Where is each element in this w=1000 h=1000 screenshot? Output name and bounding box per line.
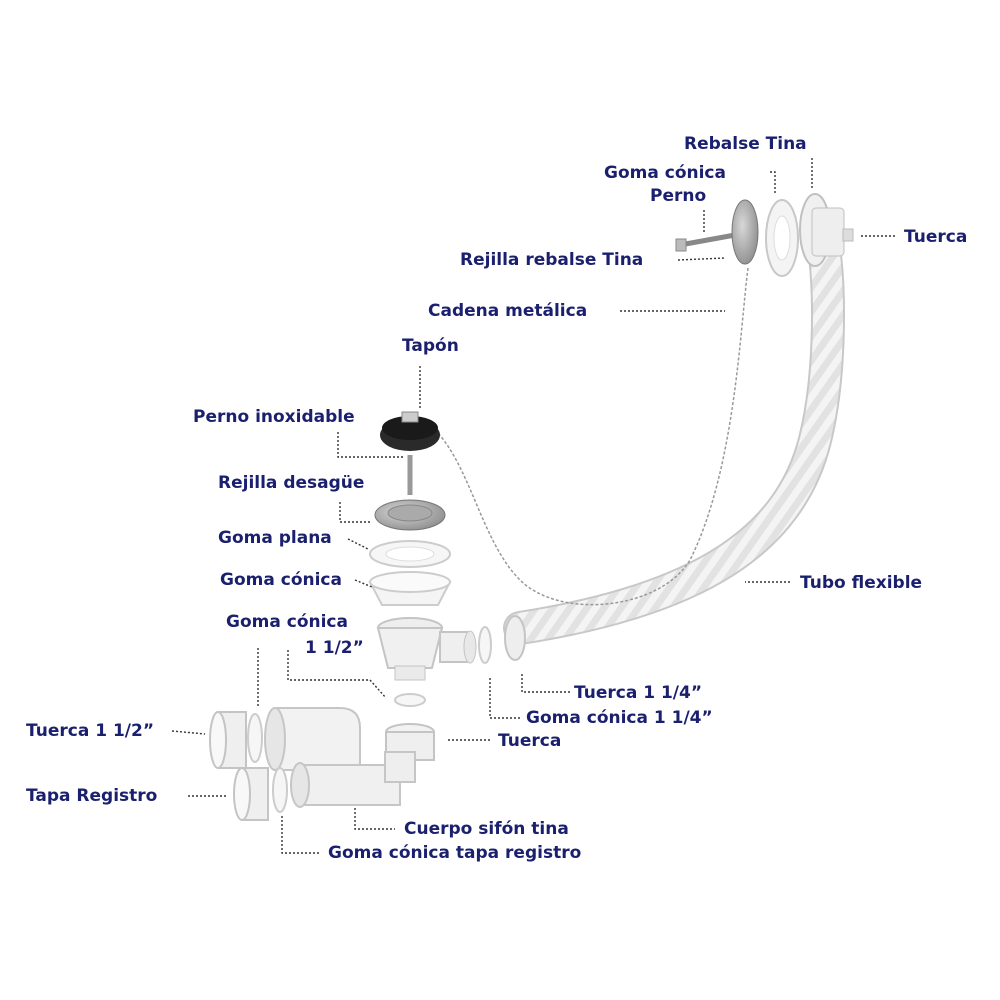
nut-1-1-2: [209, 711, 247, 769]
conical-gasket: [368, 571, 452, 606]
label-tapa-registro: Tapa Registro: [26, 786, 158, 806]
label-perno: Perno: [650, 186, 707, 206]
register-cap-gasket: [272, 767, 288, 813]
label-tapon: Tapón: [402, 336, 459, 356]
label-rejilla-rebalse-tina: Rejilla rebalse Tina: [460, 250, 644, 270]
label-goma-conica-1-1-2-line1: Goma cónica: [226, 612, 348, 632]
label-tubo-flexible: Tubo flexible: [800, 573, 923, 593]
flexible-tube: [503, 238, 845, 645]
gasket-1-1-2: [247, 713, 263, 763]
label-goma-plana: Goma plana: [218, 528, 332, 548]
label-rebalse-tina: Rebalse Tina: [684, 134, 807, 154]
overflow-assembly: [675, 193, 854, 277]
label-cuerpo-sifon-tina: Cuerpo sifón tina: [404, 819, 569, 839]
label-rejilla-desague: Rejilla desagüe: [218, 473, 365, 493]
siphon-body: [264, 707, 416, 808]
label-cadena-metalica: Cadena metálica: [428, 301, 588, 321]
rubber-stopper: [380, 411, 440, 451]
label-tuerca-1-1-4: Tuerca 1 1/4”: [574, 683, 702, 703]
small-conical-gasket: [394, 693, 426, 707]
label-tuerca-top: Tuerca: [904, 227, 968, 247]
label-goma-conica-mid: Goma cónica: [220, 570, 342, 590]
leader-lines: [171, 158, 895, 854]
register-cap: [233, 767, 269, 821]
drain-body: [376, 615, 526, 681]
label-goma-conica-tapa-registro: Goma cónica tapa registro: [328, 843, 582, 863]
label-perno-inoxidable: Perno inoxidable: [193, 407, 355, 427]
drain-grate: [374, 499, 446, 531]
label-tuerca-1-1-2: Tuerca 1 1/2”: [26, 721, 154, 741]
label-goma-conica-top: Goma cónica: [604, 163, 726, 183]
label-tuerca-bottom: Tuerca: [498, 731, 562, 751]
label-goma-conica-1-1-2-line2: 1 1/2”: [305, 638, 364, 658]
label-goma-conica-1-1-4: Goma cónica 1 1/4”: [526, 708, 713, 728]
flat-gasket: [369, 540, 451, 568]
metal-chain: [429, 267, 749, 606]
